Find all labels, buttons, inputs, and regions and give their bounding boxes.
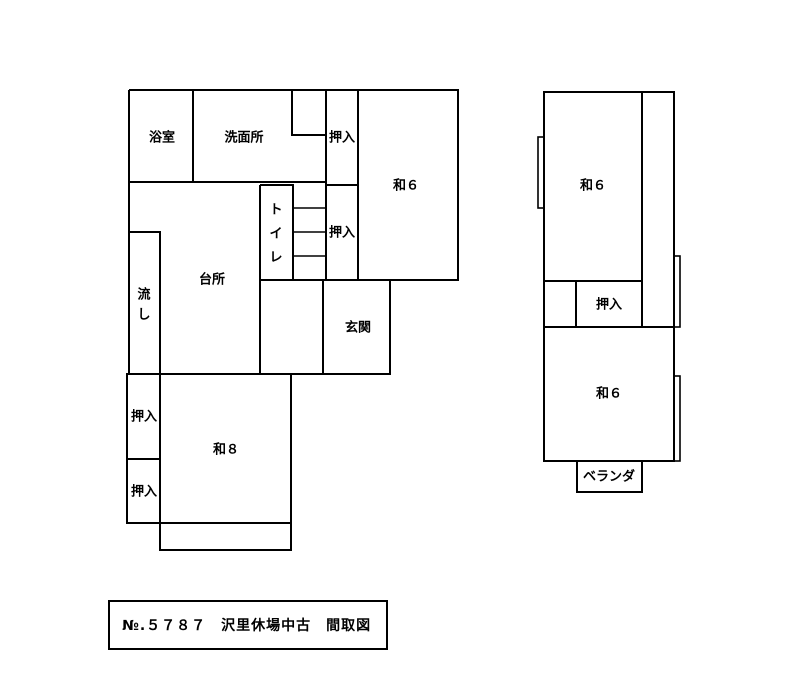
window-left: [537, 136, 545, 209]
label-closet-top: 押入: [329, 130, 355, 146]
floor2-plan: 和６ 押入 和６ ベランダ: [537, 91, 681, 493]
caption-text: №.５７８７ 沢里休場中古 間取図: [122, 618, 372, 634]
window-right-1: [673, 255, 681, 328]
label-entrance: 玄関: [345, 320, 371, 336]
label-bath: 浴室: [149, 130, 175, 146]
label-toilet-2: イ: [269, 227, 282, 242]
label-washitsu6-top: 和６: [580, 178, 606, 194]
label-kitchen: 台所: [199, 272, 225, 288]
caption-box: №.５７８７ 沢里休場中古 間取図: [108, 600, 388, 650]
label-washitsu6-bottom: 和６: [596, 386, 622, 402]
window-right-2: [673, 375, 681, 462]
label-sink-2: し: [137, 308, 150, 323]
floor1-outer-wall: [126, 89, 459, 551]
label-closet-floor2: 押入: [596, 297, 622, 313]
label-toilet-1: ト: [269, 203, 282, 218]
washroom-notch: [291, 90, 326, 136]
label-veranda: ベランダ: [583, 469, 635, 485]
label-closet-left-2: 押入: [131, 484, 157, 500]
veranda-box: [576, 460, 643, 493]
kitchen-wall: [128, 185, 261, 375]
label-sink-1: 流: [137, 287, 150, 303]
floor1-plan: 浴室 洗面所 押入 押入 和６ ト イ レ 台所 流 し 玄関 押入 押入 和８: [126, 89, 459, 551]
label-washroom: 洗面所: [224, 130, 263, 146]
label-washitsu6: 和６: [393, 178, 419, 194]
floor2-outer-wall: [543, 91, 675, 462]
label-closet-left-1: 押入: [131, 409, 157, 425]
label-washitsu8: 和８: [213, 442, 239, 458]
label-closet-mid: 押入: [329, 225, 355, 241]
label-toilet-3: レ: [269, 251, 282, 266]
